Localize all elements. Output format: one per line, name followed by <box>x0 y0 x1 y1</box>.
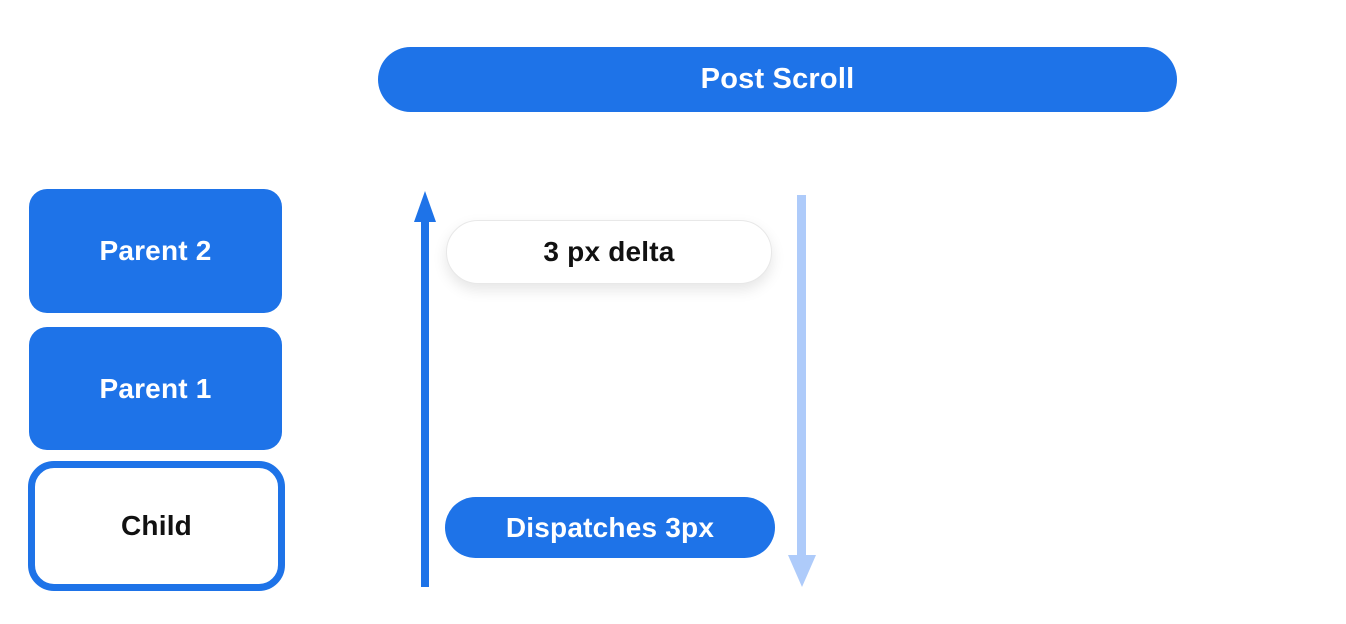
dispatch-badge: Dispatches 3px <box>445 497 775 558</box>
node-parent-1: Parent 1 <box>29 327 282 450</box>
node-child: Child <box>28 461 285 591</box>
arrow-up-icon <box>414 191 436 587</box>
delta-badge: 3 px delta <box>446 220 772 284</box>
node-parent-2: Parent 2 <box>29 189 282 313</box>
arrow-down-icon <box>788 195 816 587</box>
post-scroll-bar: Post Scroll <box>378 47 1177 112</box>
